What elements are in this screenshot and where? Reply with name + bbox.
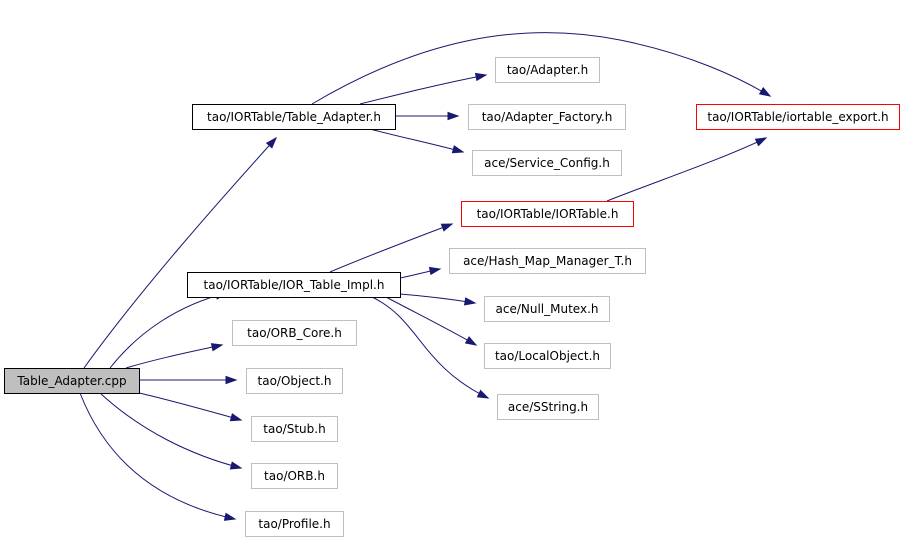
edge-line xyxy=(99,392,242,469)
arrowhead-icon xyxy=(464,336,478,346)
node-service-config-h[interactable]: ace/Service_Config.h xyxy=(472,150,622,176)
arrowhead-icon xyxy=(229,461,243,470)
node-label: tao/ORB.h xyxy=(264,469,325,483)
node-label: Table_Adapter.cpp xyxy=(16,374,126,388)
nodes-layer: Table_Adapter.cpp tao/IORTable/Table_Adap… xyxy=(4,57,900,537)
edge-ior_table_impl_h-to-local_object_h xyxy=(385,296,478,346)
arrowhead-icon xyxy=(463,297,477,306)
node-box xyxy=(192,104,396,130)
node-local-object-h[interactable]: tao/LocalObject.h xyxy=(484,343,611,369)
node-box xyxy=(232,320,357,346)
arrowhead-icon xyxy=(428,266,442,276)
edge-ior_table_impl_h-to-sstring_h xyxy=(371,296,490,399)
node-box xyxy=(495,57,600,83)
node-label: tao/IORTable/Table_Adapter.h xyxy=(207,110,381,124)
node-label: tao/Adapter_Factory.h xyxy=(482,110,613,124)
node-orb-h[interactable]: tao/ORB.h xyxy=(251,463,338,489)
node-box xyxy=(245,511,344,537)
arrowhead-icon xyxy=(754,137,768,147)
node-box xyxy=(251,463,338,489)
node-label: ace/SString.h xyxy=(508,400,588,414)
node-label: ace/Service_Config.h xyxy=(484,156,610,170)
node-label: ace/Hash_Map_Manager_T.h xyxy=(463,254,632,268)
arrowhead-icon xyxy=(758,86,772,97)
node-label: tao/IORTable/IOR_Table_Impl.h xyxy=(204,278,385,292)
arrowhead-icon xyxy=(474,72,488,82)
node-box xyxy=(468,104,626,130)
arrowhead-icon xyxy=(447,111,460,121)
edge-ior_table_impl_h-to-hash_map_manager_h xyxy=(399,266,442,279)
node-box xyxy=(251,416,338,442)
edge-table_adapter_h-to-adapter_factory_h xyxy=(394,111,460,121)
node-label: tao/Object.h xyxy=(258,374,332,388)
node-label: tao/LocalObject.h xyxy=(495,349,600,363)
edge-line xyxy=(311,32,771,105)
node-label: tao/IORTable/IORTable.h xyxy=(477,207,619,221)
node-orb-core-h[interactable]: tao/ORB_Core.h xyxy=(232,320,357,346)
node-table-adapter-h[interactable]: tao/IORTable/Table_Adapter.h xyxy=(192,104,396,130)
node-box xyxy=(4,368,140,394)
node-label: tao/Stub.h xyxy=(263,422,325,436)
node-box xyxy=(449,248,646,274)
edge-table_adapter_h-to-iortable_export_h xyxy=(311,32,772,105)
edge-table_adapter_h-to-adapter_h xyxy=(359,72,488,105)
arrowhead-icon xyxy=(229,413,243,422)
edge-line xyxy=(83,137,277,369)
node-null-mutex-h[interactable]: ace/Null_Mutex.h xyxy=(484,296,610,322)
node-iortable-export-h[interactable]: tao/IORTable/iortable_export.h xyxy=(696,104,900,130)
node-box xyxy=(497,394,599,420)
node-box xyxy=(484,296,610,322)
edge-line xyxy=(371,296,489,399)
arrowhead-icon xyxy=(225,375,238,385)
edge-root-to-profile_h xyxy=(79,392,237,521)
node-object-h[interactable]: tao/Object.h xyxy=(246,368,343,394)
node-sstring-h[interactable]: ace/SString.h xyxy=(497,394,599,420)
node-label: ace/Null_Mutex.h xyxy=(496,302,599,316)
node-box xyxy=(461,201,634,227)
node-box xyxy=(472,150,622,176)
edge-root-to-orb_h xyxy=(99,392,243,470)
arrowhead-icon xyxy=(476,389,490,399)
node-ior-table-impl-h[interactable]: tao/IORTable/IOR_Table_Impl.h xyxy=(187,272,401,298)
node-box xyxy=(187,272,401,298)
arrowhead-icon xyxy=(223,512,237,521)
node-iortable-h[interactable]: tao/IORTable/IORTable.h xyxy=(461,201,634,227)
node-profile-h[interactable]: tao/Profile.h xyxy=(245,511,344,537)
node-stub-h[interactable]: tao/Stub.h xyxy=(251,416,338,442)
edge-ior_table_impl_h-to-null_mutex_h xyxy=(399,293,477,306)
node-label: tao/ORB_Core.h xyxy=(247,326,342,340)
node-label: tao/Profile.h xyxy=(258,517,330,531)
edge-line xyxy=(79,392,236,520)
edge-root-to-table_adapter_h xyxy=(83,136,278,369)
edge-root-to-stub_h xyxy=(138,392,243,422)
arrowhead-icon xyxy=(210,343,224,352)
edge-iortable_h-to-iortable_export_h xyxy=(606,137,768,202)
edge-root-to-orb_core_h xyxy=(125,343,224,369)
edge-root-to-object_h xyxy=(138,375,238,385)
node-adapter-factory-h[interactable]: tao/Adapter_Factory.h xyxy=(468,104,626,130)
edge-table_adapter_h-to-service_config_h xyxy=(369,128,465,154)
node-label: tao/Adapter.h xyxy=(507,63,588,77)
arrowhead-icon xyxy=(265,136,278,149)
node-root: Table_Adapter.cpp xyxy=(4,368,140,394)
arrowhead-icon xyxy=(440,223,454,232)
edge-line xyxy=(606,137,767,202)
node-label: tao/IORTable/iortable_export.h xyxy=(707,110,888,124)
edge-line xyxy=(359,74,487,105)
node-box xyxy=(696,104,900,130)
node-box xyxy=(484,343,611,369)
edge-line xyxy=(329,223,453,273)
node-adapter-h[interactable]: tao/Adapter.h xyxy=(495,57,600,83)
edge-ior_table_impl_h-to-iortable_h xyxy=(329,223,454,273)
arrowhead-icon xyxy=(451,145,465,154)
edge-line xyxy=(138,392,242,421)
node-box xyxy=(246,368,343,394)
edges-layer xyxy=(79,32,772,521)
node-hash-map-manager-h[interactable]: ace/Hash_Map_Manager_T.h xyxy=(449,248,646,274)
